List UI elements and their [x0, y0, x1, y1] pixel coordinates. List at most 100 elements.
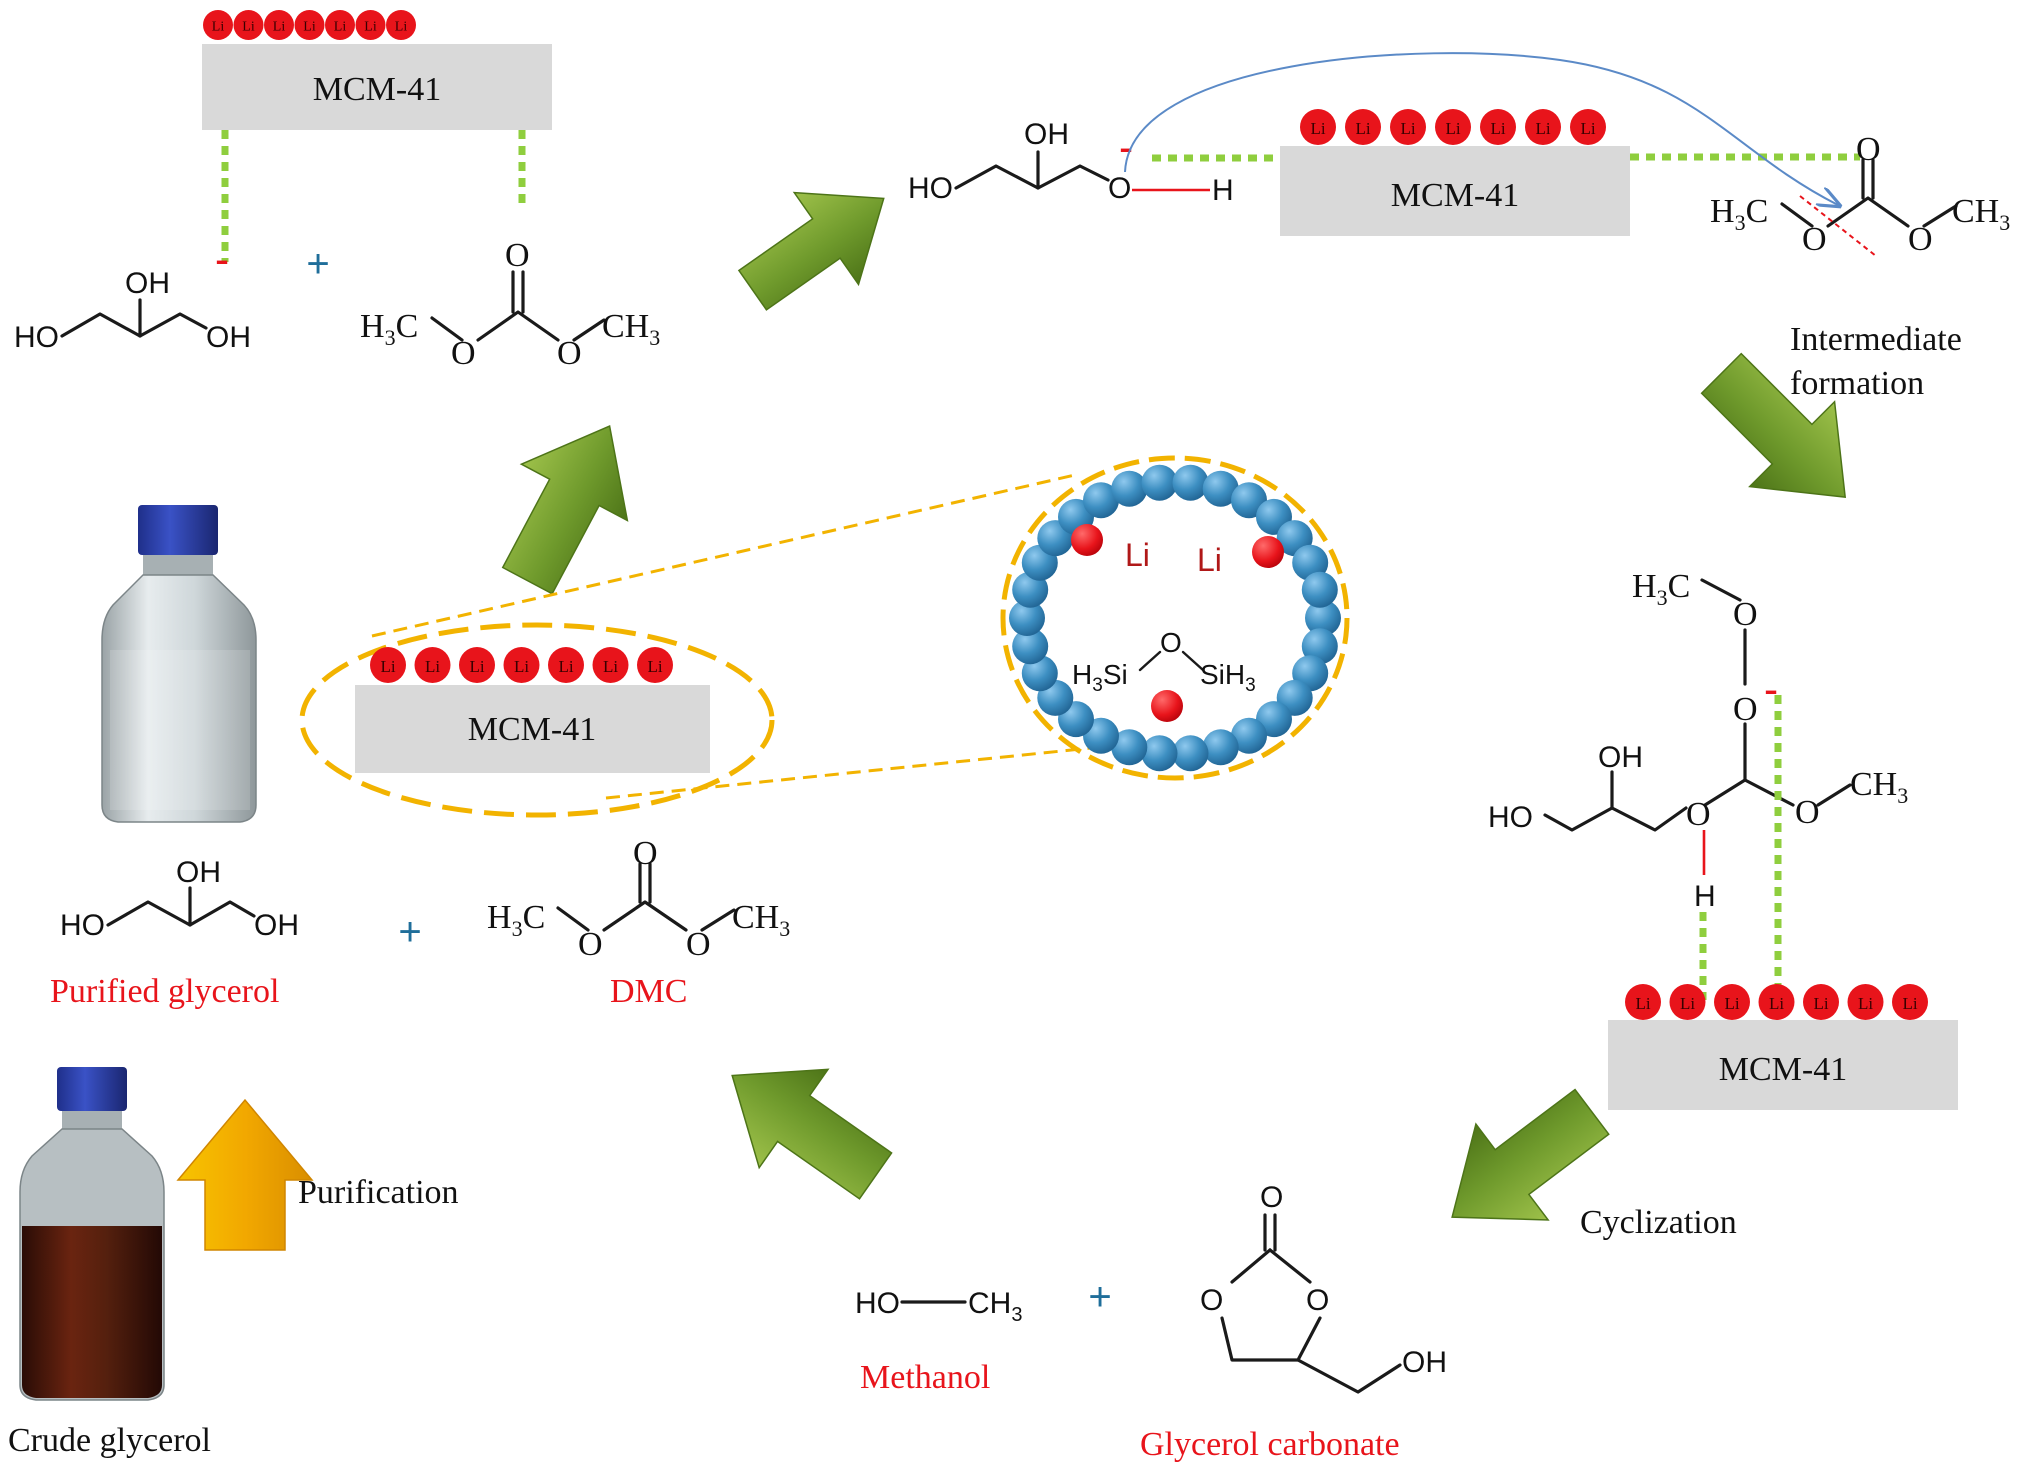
li-particle-label: Li — [514, 657, 529, 676]
li-particle-label: Li — [380, 657, 395, 676]
silica-bead — [1083, 482, 1119, 519]
mcm41-support — [202, 44, 552, 130]
glycerol-structure: HO OH OH — [14, 267, 251, 354]
li-particle-label: Li — [1310, 119, 1325, 138]
atom-label: HO — [60, 909, 105, 942]
li-particle — [370, 647, 406, 683]
purification-arrow — [176, 1098, 314, 1251]
li-particle-label: Li — [1680, 994, 1695, 1013]
atom-label: O — [1108, 172, 1131, 205]
li-particle-label: Li — [303, 20, 316, 35]
li-particle — [233, 10, 264, 40]
li-particle-label: Li — [603, 657, 618, 676]
li-particle-label: Li — [1769, 994, 1784, 1013]
li-particle-label: Li — [1858, 994, 1873, 1013]
pore-outline — [1000, 455, 1350, 781]
silica-bead — [1111, 470, 1148, 507]
purified-glycerol-label: Purified glycerol — [50, 973, 279, 1010]
zoom-line — [605, 743, 1121, 800]
methyl-group: CH3 — [968, 1287, 1022, 1326]
atom-label: O — [1856, 131, 1881, 168]
li-particle — [1625, 984, 1661, 1020]
li-particle — [1480, 109, 1516, 145]
atom-label: HO — [1488, 801, 1533, 834]
methyl-group: CH3 — [1850, 766, 1908, 808]
li-particle-label: Li — [364, 20, 377, 35]
li-particle — [637, 647, 673, 683]
atom-label: OH — [206, 321, 251, 354]
atom-label: O — [451, 335, 476, 372]
nucleophilic-attack-arrow — [1124, 52, 1838, 205]
li-particle-label: Li — [1355, 119, 1370, 138]
silica-bead — [1021, 655, 1058, 692]
atom-label: O — [1200, 1284, 1223, 1317]
li-particle-label: Li — [334, 20, 347, 35]
li-particle-label: Li — [395, 20, 408, 35]
atom-label: O — [686, 926, 711, 963]
atom-label: O — [1686, 796, 1711, 833]
li-particle-label: Li — [1580, 119, 1595, 138]
li-particle-label: Li — [1490, 119, 1505, 138]
atom-label: OH — [254, 909, 299, 942]
intermediate-label: formation — [1790, 365, 1924, 402]
methanol-label: Methanol — [860, 1359, 990, 1396]
li-particle — [325, 10, 355, 40]
silica-bead — [1009, 600, 1045, 636]
silica-bead — [1012, 628, 1049, 665]
li-particle — [1758, 984, 1795, 1020]
zoom-line — [371, 473, 1076, 638]
mcm41-support — [355, 685, 710, 773]
li-particle-label: Li — [425, 657, 440, 676]
green-arrow — [731, 1068, 893, 1200]
crude-glycerol-bottle — [19, 1067, 165, 1401]
silica-bead — [1292, 544, 1329, 581]
atom-label: O — [1306, 1284, 1329, 1317]
li-particle — [1803, 984, 1839, 1020]
li-particle-label: Li — [469, 657, 484, 676]
li-particle-label: Li — [273, 20, 286, 35]
li-particle-label: Li — [1902, 994, 1917, 1013]
li-particle — [1714, 984, 1750, 1020]
dmc-structure: H3C O O O CH3 — [487, 835, 790, 963]
negative-charge: - — [1119, 124, 1132, 169]
li-label: Li — [1125, 537, 1150, 573]
methyl-group: CH3 — [602, 308, 660, 350]
atom-label: HO — [14, 321, 59, 354]
li-particle-label: Li — [558, 657, 573, 676]
mcm41-label: MCM-41 — [1391, 177, 1519, 214]
silica-bead — [1202, 729, 1239, 766]
li-particle-label: Li — [647, 657, 662, 676]
dmc-label: DMC — [610, 973, 687, 1010]
li-particle — [414, 647, 451, 683]
atom-label: O — [578, 926, 603, 963]
silica-bead — [1305, 600, 1341, 636]
li-particle-label: Li — [1813, 994, 1828, 1013]
glycerol-structure: HO OH OH — [60, 856, 299, 942]
atom-label: HO — [855, 1287, 900, 1320]
li-particle — [1570, 109, 1606, 145]
li-particle-label: Li — [1535, 119, 1550, 138]
li-particle — [1071, 524, 1103, 556]
atom-label: O — [1733, 691, 1758, 728]
atom-label: O — [1802, 221, 1827, 258]
li-particle — [1435, 109, 1471, 145]
plus-sign: + — [306, 242, 329, 286]
atom-label: O — [1260, 1181, 1283, 1214]
tetrahedral-intermediate: H3C O O O CH3 O OH HO H — [1488, 568, 1908, 913]
crude-glycerol-label: Crude glycerol — [8, 1422, 211, 1459]
mcm41-label: MCM-41 — [1719, 1051, 1847, 1088]
atom-label: O — [1160, 627, 1182, 658]
methyl-group: H3C — [1710, 193, 1768, 235]
li-particle — [503, 647, 540, 683]
mcm41-support — [1280, 146, 1630, 236]
atom-label: OH — [1402, 1346, 1447, 1379]
atom-label: OH — [1024, 118, 1069, 151]
silica-bead — [1172, 464, 1209, 501]
